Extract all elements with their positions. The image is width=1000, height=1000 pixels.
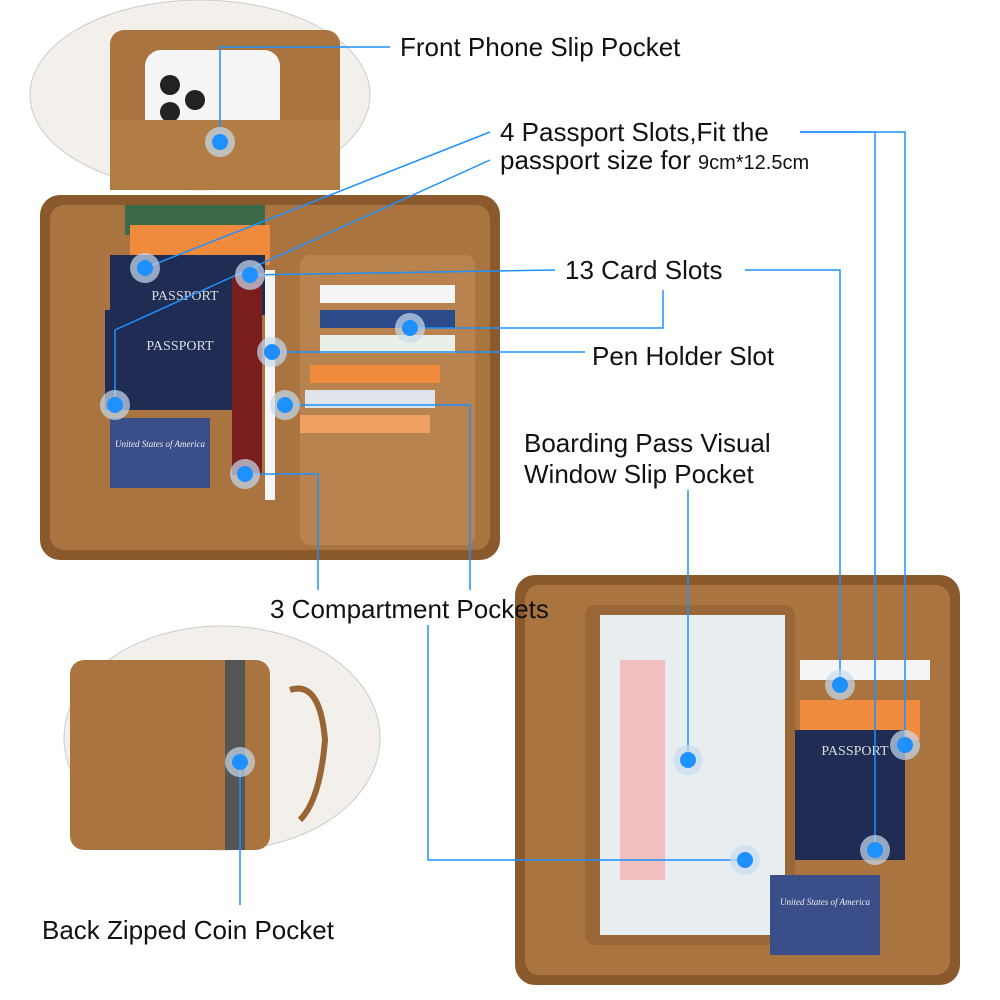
svg-text:PASSPORT: PASSPORT (151, 289, 219, 304)
open-wallet-main: PASSPORT PASSPORT United States of Ameri… (40, 195, 500, 560)
label-passport-slots: 4 Passport Slots,Fit the (500, 117, 769, 147)
label-boarding-pass-2: Window Slip Pocket (524, 459, 754, 489)
label-boarding-pass-1: Boarding Pass Visual (524, 428, 771, 458)
label-coin-pocket: Back Zipped Coin Pocket (42, 915, 334, 945)
svg-text:PASSPORT: PASSPORT (821, 744, 889, 759)
open-wallet-secondary: PASSPORT United States of America (515, 575, 960, 985)
passport-size-dimensions: 9cm*12.5cm (697, 152, 810, 174)
callout-dots (100, 127, 920, 875)
label-compartment-pockets: 3 Compartment Pockets (270, 594, 549, 624)
coin-pocket-closeup (63, 625, 381, 851)
label-front-phone-pocket: Front Phone Slip Pocket (400, 32, 681, 62)
passport-usa-text: United States of America (115, 439, 206, 449)
passport-size-text: passport size for (500, 145, 698, 175)
svg-text:PASSPORT: PASSPORT (146, 339, 214, 354)
label-pen-holder: Pen Holder Slot (592, 341, 775, 371)
label-card-slots: 13 Card Slots (565, 255, 723, 285)
callout-lines (114, 46, 906, 905)
phone-pocket-closeup (29, 0, 371, 191)
passport-usa-text-secondary: United States of America (780, 897, 871, 907)
label-passport-size: passport size for 9cm*12.5cm (500, 145, 809, 178)
